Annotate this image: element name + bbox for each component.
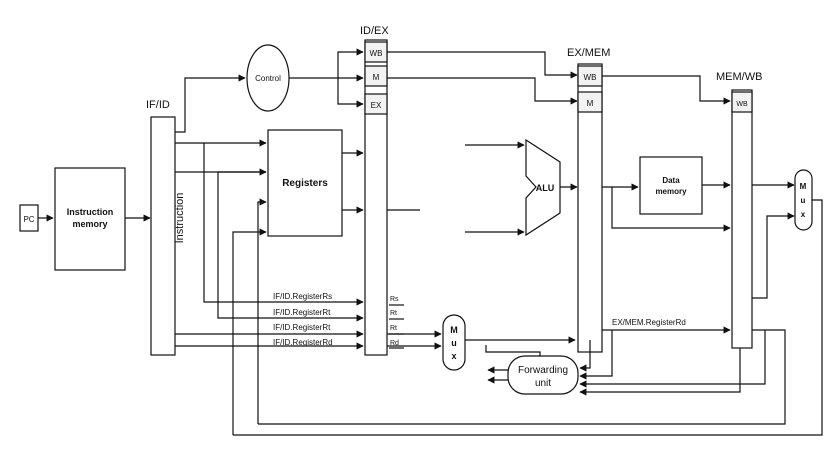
ex-mem-wb-label: WB [584,73,597,82]
alu-label: ALU [536,183,555,193]
id-ex-rt-field-2: Rt [390,325,397,332]
signal-if-id-rs: IF/ID.RegisterRs [273,292,332,301]
data-memory-box [639,156,703,215]
ex-mem-m-field [577,91,603,113]
writeback-mux-u: u [801,196,806,205]
forwarding-unit-label: Forwarding [518,365,568,376]
alu [525,138,561,237]
id-ex-ex-field [364,93,388,115]
signal-if-id-rd: IF/ID.RegisterRd [273,338,333,347]
mem-wb-wb-label: WB [736,101,748,108]
regdst-mux-x: x [451,351,456,361]
id-ex-register [364,39,388,356]
mem-wb-title: MEM/WB [716,71,762,83]
if-id-title: IF/ID [146,99,170,111]
instruction-memory-label: Instruction [67,207,114,217]
regdst-mux-u: u [451,338,457,348]
writeback-mux-m: M [800,182,807,191]
control-label: Control [255,74,281,83]
id-ex-wb-label: WB [370,49,383,58]
registers-label: Registers [282,178,328,189]
id-ex-m-label: M [373,73,380,82]
instruction-bus-label: Instruction [174,193,186,244]
mem-wb-register [731,89,753,349]
instruction-memory-box [54,167,126,271]
signal-if-id-rt-1: IF/ID.RegisterRt [273,308,331,317]
pc-label: PC [23,215,34,224]
if-id-register [150,116,176,356]
data-memory-label-2: memory [655,187,687,196]
id-ex-title: ID/EX [360,25,389,37]
ex-mem-m-label: M [587,99,594,108]
forwarding-unit [507,355,579,395]
id-ex-m-field [364,65,388,87]
id-ex-rd-field: Rd [390,340,399,347]
signal-if-id-rt-2: IF/ID.RegisterRt [273,323,331,332]
id-ex-ex-label: EX [371,101,382,110]
ex-mem-title: EX/MEM [567,47,610,59]
data-memory-label: Data [662,176,680,185]
signal-ex-mem-rd: EX/MEM.RegisterRd [612,318,686,327]
regdst-mux [442,314,466,371]
forwarding-unit-label-2: unit [535,378,551,389]
writeback-mux-x: x [801,210,806,219]
mem-wb-wb-field [731,91,753,113]
registers-box [267,129,343,237]
id-ex-rt-field-1: Rt [390,310,397,317]
regdst-mux-m: M [450,325,458,335]
id-ex-rs-field: Rs [390,296,399,303]
instruction-memory-label-2: memory [72,219,107,229]
